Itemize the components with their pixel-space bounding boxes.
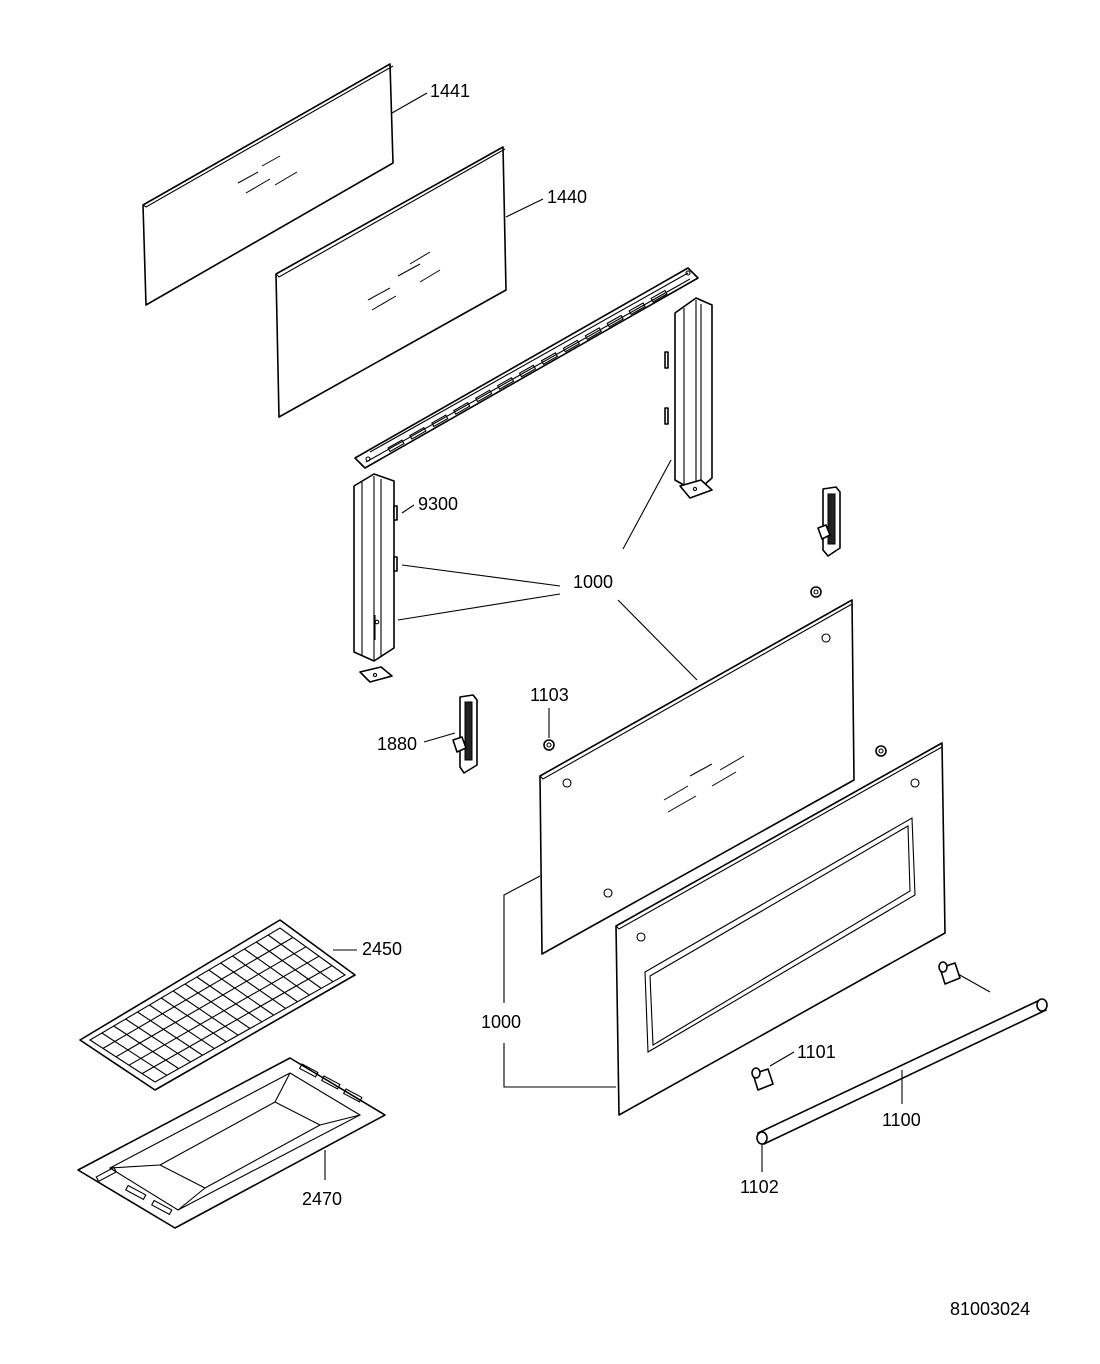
rail-slot [453,401,471,415]
callout-1100: 1100 [882,1110,921,1130]
callout-9300: 9300 [418,494,458,514]
rail-slot [562,339,581,353]
hinge-1880 [452,694,478,774]
rail-slot [431,414,449,428]
document-number: 81003024 [950,1299,1030,1319]
glass-panel-1440 [275,146,507,418]
rail-slot [518,364,537,378]
callout-1103: 1103 [530,685,569,705]
callout-1440: 1440 [547,187,587,207]
rail-slot [474,389,493,403]
rack-wire [208,969,275,1016]
handle-support-1101 [751,1067,774,1091]
nut-1103 [543,739,555,751]
rail-slot [409,426,427,440]
rail-slot [606,314,624,328]
rack-wire [125,1018,191,1063]
callout-2470: 2470 [302,1189,342,1209]
rack-wire [220,962,286,1009]
rack-wire [101,1032,168,1076]
top-rail-slots [387,289,668,453]
rack-crossbar [102,936,294,1049]
rail-slot [584,327,602,341]
callout-1441: 1441 [430,81,470,101]
rack-wire [160,997,227,1043]
callout-1880: 1880 [377,734,417,754]
rail-slot [387,439,405,453]
hinge-upper-right [810,486,841,598]
leader-lines [324,92,991,1180]
baking-tray-2470 [77,1057,386,1229]
rack-wire [244,948,310,996]
callout-1000-frame: 1000 [573,572,613,592]
rack-wire [149,1004,215,1050]
handle-support-upper [938,961,961,985]
rail-slot [650,289,668,303]
callout-2450: 2450 [362,939,402,959]
rail-slot [540,352,559,365]
rack-crossbar [115,946,307,1058]
callout-1101: 1101 [797,1042,836,1062]
callout-1102: 1102 [740,1177,779,1197]
left-side-frame [353,473,398,683]
rack-wire [232,955,298,1003]
rack-crossbar [141,965,333,1075]
rack-wire [113,1025,180,1070]
wire-rack-2450 [79,919,356,1091]
mount-nut-door [875,745,887,757]
outer-door-panel [615,742,946,1116]
rail-slot [628,302,646,316]
right-side-frame [664,297,713,499]
rack-wire [184,983,251,1029]
rack-crossbar [128,955,320,1066]
rack-wire [196,976,263,1023]
inner-door-glass [539,599,855,955]
rail-slot [496,377,515,390]
callout-labels: 1441 1440 9300 1000 1103 1880 2450 1000 … [302,81,1030,1319]
callout-1000-door: 1000 [481,1012,521,1032]
glass-panel-1441 [142,63,394,306]
rack-wire [255,941,322,989]
rack-wire [267,934,334,983]
rack-wire [172,990,239,1036]
rack-wire [137,1011,203,1056]
